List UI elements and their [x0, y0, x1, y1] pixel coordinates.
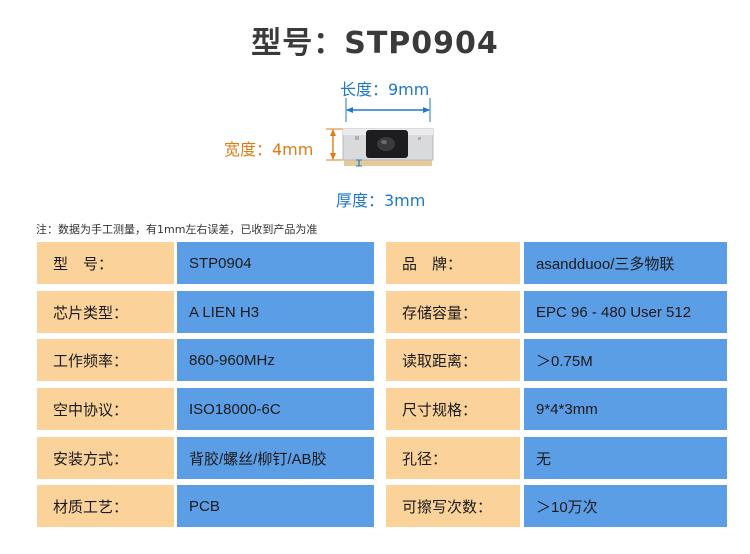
spec-label: 型 号： [37, 242, 174, 284]
spec-row: 工作频率： 860-960MHz 读取距离： ＞0.75M [37, 339, 727, 381]
spec-label: 芯片类型： [37, 291, 174, 333]
spec-value: 860-960MHz [177, 339, 374, 381]
spec-row: 空中协议： ISO18000-6C 尺寸规格： 9*4*3mm [37, 388, 727, 430]
spec-row: 材质工艺： PCB 可擦写次数： ＞10万次 [37, 485, 727, 527]
spec-value: STP0904 [177, 242, 374, 284]
spec-label: 材质工艺： [37, 485, 174, 527]
spec-value: 无 [524, 437, 727, 479]
page-title: 型号：STP0904 [251, 26, 499, 61]
spec-label: 孔径： [386, 437, 520, 479]
spec-label: 品 牌： [386, 242, 520, 284]
tag-dimension-diagram [326, 98, 434, 167]
spec-value: 9*4*3mm [524, 388, 727, 430]
width-dimension-line [326, 128, 344, 161]
spec-row: 芯片类型： A LIEN H3 存储容量： EPC 96 - 480 User … [37, 291, 727, 333]
spec-value: PCB [177, 485, 374, 527]
spec-value: ISO18000-6C [177, 388, 374, 430]
spec-label: 读取距离： [386, 339, 520, 381]
spec-value: ＞0.75M [524, 339, 727, 381]
length-dimension-line [345, 98, 431, 122]
spec-value: asandduoo/三多物联 [524, 242, 727, 284]
spec-label: 存储容量： [386, 291, 520, 333]
spec-label: 尺寸规格： [386, 388, 520, 430]
spec-value: A LIEN H3 [177, 291, 374, 333]
measurement-note: 注：数据为手工测量，有1mm左右误差，已收到产品为准 [36, 223, 318, 236]
spec-label: 空中协议： [37, 388, 174, 430]
spec-value: 背胶/螺丝/柳钉/AB胶 [177, 437, 374, 479]
spec-row: 型 号： STP0904 品 牌： asandduoo/三多物联 [37, 242, 727, 284]
spec-label: 安装方式： [37, 437, 174, 479]
spec-value: EPC 96 - 480 User 512 [524, 291, 727, 333]
rfid-tag-image [342, 128, 434, 166]
spec-label: 可擦写次数： [386, 485, 520, 527]
spec-row: 安装方式： 背胶/螺丝/柳钉/AB胶 孔径： 无 [37, 437, 727, 479]
width-label: 宽度：4mm [224, 140, 314, 159]
spec-label: 工作频率： [37, 339, 174, 381]
spec-value: ＞10万次 [524, 485, 727, 527]
thickness-dimension-line [356, 159, 362, 167]
thickness-label: 厚度：3mm [336, 191, 426, 210]
length-label: 长度：9mm [340, 80, 430, 99]
